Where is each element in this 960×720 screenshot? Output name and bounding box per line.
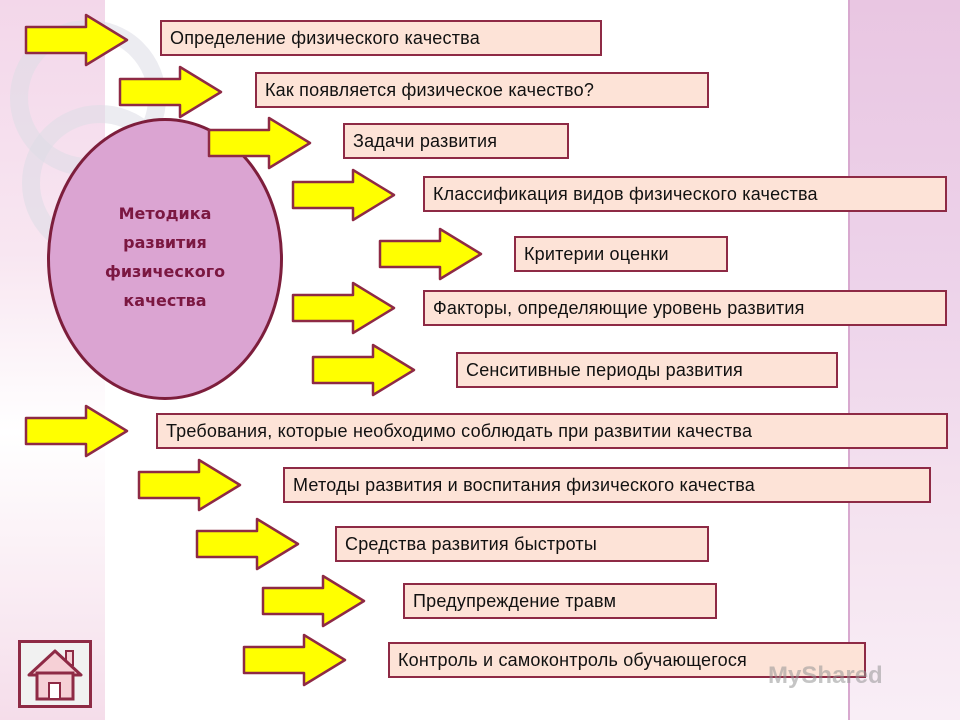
list-item[interactable]: Как появляется физическое качество?	[255, 72, 709, 108]
list-item[interactable]: Методы развития и воспитания физического…	[283, 467, 931, 503]
arrow-icon	[24, 404, 129, 458]
list-item[interactable]: Факторы, определяющие уровень развития	[423, 290, 947, 326]
arrow-icon	[261, 574, 366, 628]
list-item[interactable]: Требования, которые необходимо соблюдать…	[156, 413, 948, 449]
arrow-icon	[118, 65, 223, 119]
list-item[interactable]: Задачи развития	[343, 123, 569, 159]
home-icon	[27, 649, 83, 701]
home-button[interactable]	[18, 640, 92, 708]
arrow-icon	[137, 458, 242, 512]
arrow-icon	[291, 168, 396, 222]
list-item[interactable]: Средства развития быстроты	[335, 526, 709, 562]
arrow-icon	[378, 227, 483, 281]
list-item[interactable]: Сенситивные периоды развития	[456, 352, 838, 388]
arrow-icon	[207, 116, 312, 170]
central-topic-label: Методика развития физического качества	[104, 204, 226, 310]
right-decor-panel	[848, 0, 960, 720]
arrow-icon	[195, 517, 300, 571]
list-item[interactable]: Предупреждение травм	[403, 583, 717, 619]
list-item[interactable]: Определение физического качества	[160, 20, 602, 56]
arrow-icon	[242, 633, 347, 687]
list-item[interactable]: Контроль и самоконтроль обучающегося	[388, 642, 866, 678]
list-item[interactable]: Классификация видов физического качества	[423, 176, 947, 212]
arrow-icon	[291, 281, 396, 335]
watermark: MyShared	[768, 662, 883, 689]
arrow-icon	[24, 13, 129, 67]
list-item[interactable]: Критерии оценки	[514, 236, 728, 272]
central-topic-oval: Методика развития физического качества	[47, 118, 283, 400]
arrow-icon	[311, 343, 416, 397]
